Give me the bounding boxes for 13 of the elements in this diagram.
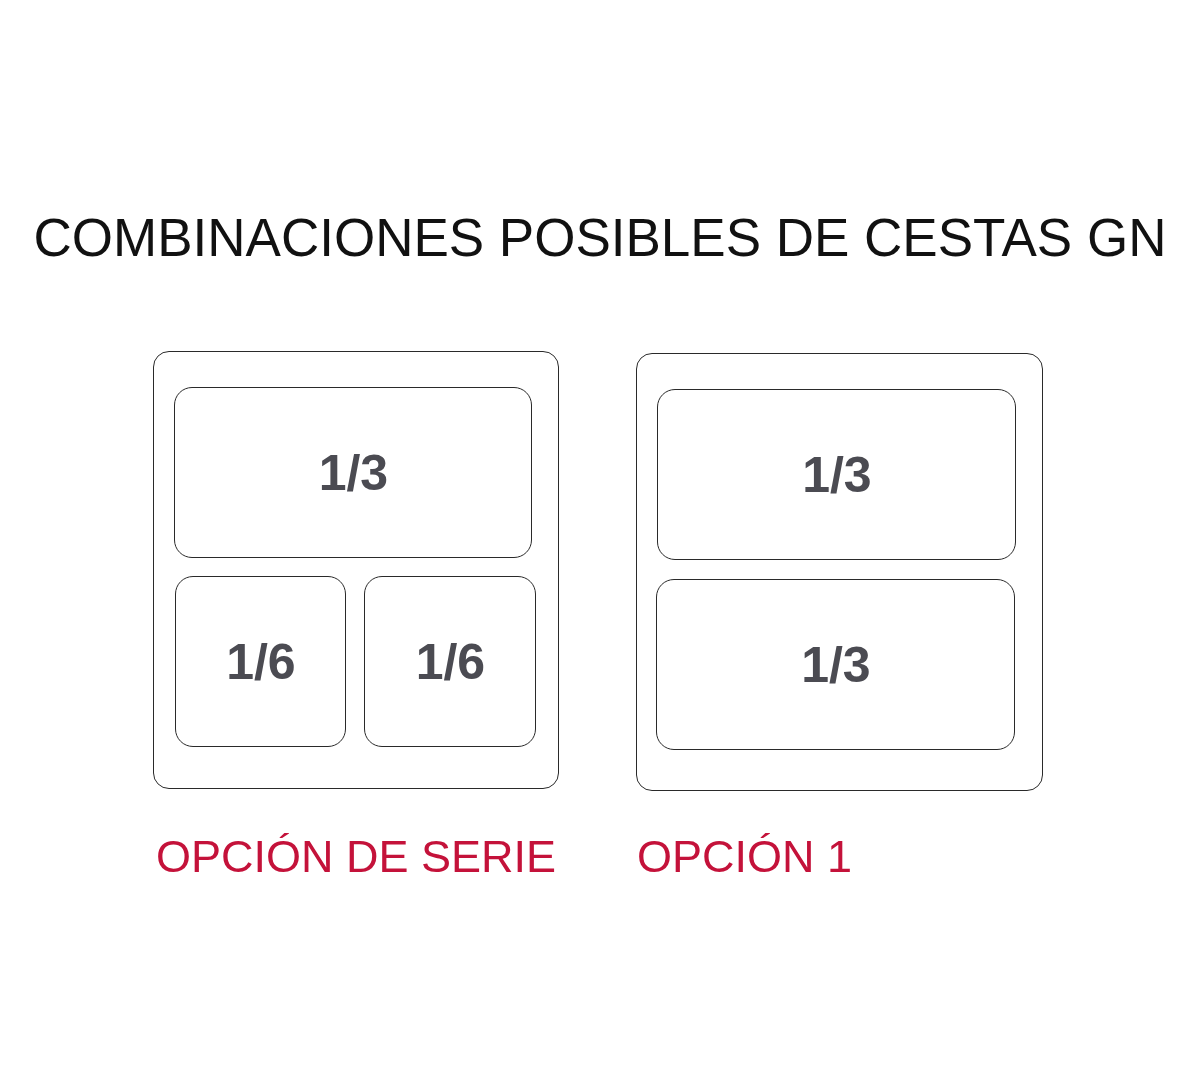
fraction-label: 1/3	[801, 636, 871, 693]
compartment-box	[364, 576, 537, 748]
compartment-box	[657, 389, 1017, 561]
fraction-label: 1/6	[415, 633, 486, 690]
compartment-box	[174, 387, 533, 559]
title: COMBINACIONES POSIBLES DE CESTAS GN	[33, 207, 1167, 269]
option-heading: OPCIÓN DE SERIE	[156, 831, 557, 883]
option-heading: OPCIÓN 1	[637, 831, 853, 883]
fraction-label: 1/3	[318, 444, 389, 501]
fraction-label: 1/6	[226, 633, 296, 690]
fraction-label: 1/3	[802, 446, 872, 503]
compartment-box	[175, 576, 347, 748]
compartment-box	[656, 579, 1016, 751]
